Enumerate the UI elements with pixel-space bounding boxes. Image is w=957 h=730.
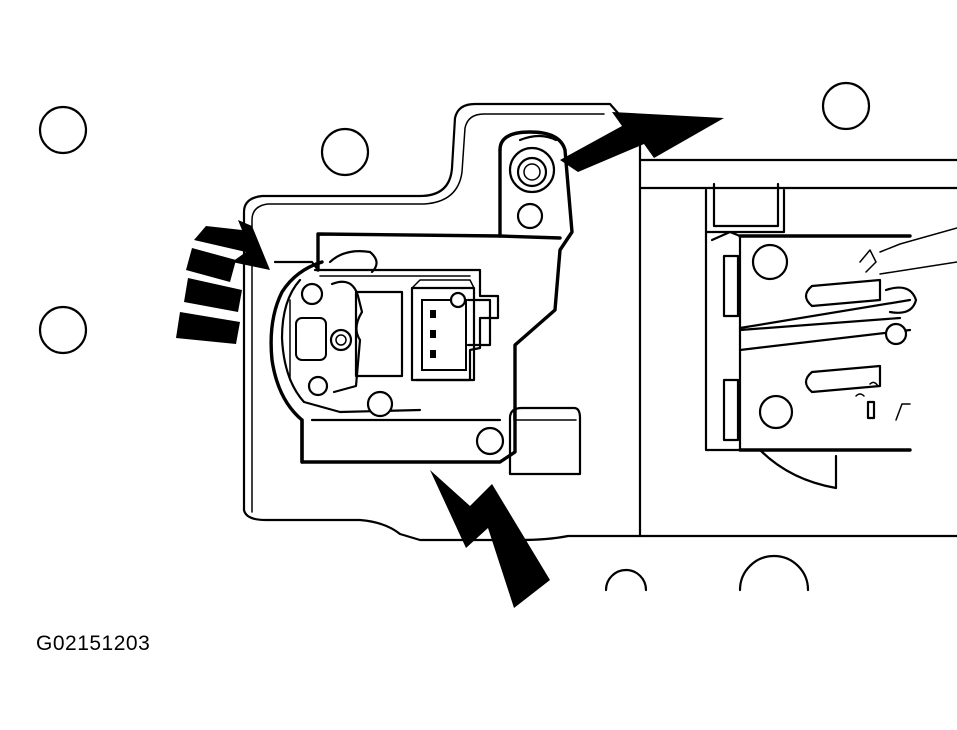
arrow-tail-segment-3 [176, 312, 240, 344]
bracket-bolt [508, 146, 556, 194]
arrow-to-housing-bottom [430, 470, 550, 608]
hole-top-center [320, 127, 370, 177]
figure-code-label: G02151203 [36, 632, 151, 655]
arrow-tail-segment-1 [186, 248, 236, 282]
panel-outline [242, 102, 957, 542]
hole-top-right [821, 81, 871, 131]
hole-bottom-right [738, 554, 810, 592]
panel-holes [38, 81, 871, 592]
arrow-to-bolt [560, 112, 724, 172]
bracket-hole [516, 202, 544, 230]
hole-mid-left [38, 305, 88, 355]
socket-housing [269, 232, 582, 476]
pointer-arrows [176, 112, 724, 608]
adjacent-assembly [704, 182, 957, 490]
mounting-bracket [498, 130, 574, 412]
arrow-tail-segment-2 [184, 278, 242, 312]
arrow-to-housing-side [194, 220, 270, 270]
hole-bottom-center [604, 568, 648, 592]
hole-top-left [38, 105, 88, 155]
